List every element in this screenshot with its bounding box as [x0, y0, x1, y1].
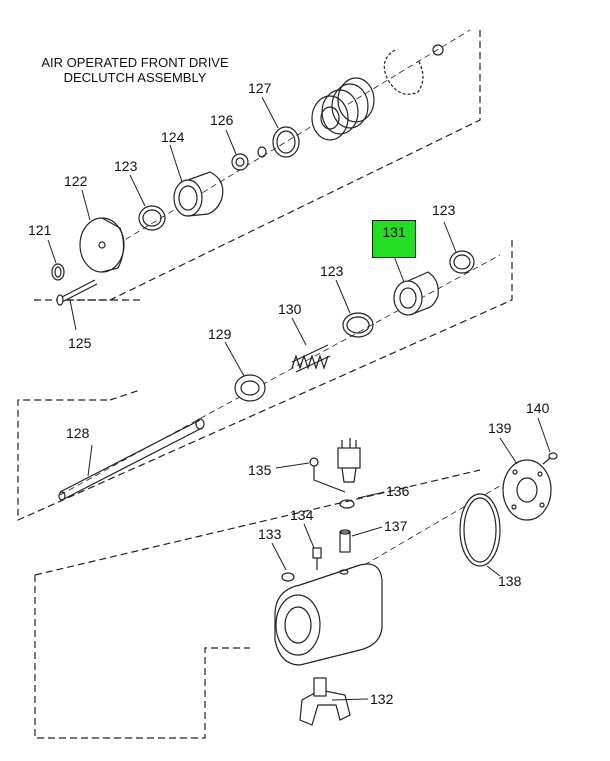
part-134-screw — [312, 547, 322, 570]
callout-138[interactable]: 138 — [498, 573, 522, 589]
callout-122[interactable]: 122 — [64, 173, 88, 189]
callout-124[interactable]: 124 — [161, 129, 185, 145]
callout-126[interactable]: 126 — [210, 112, 234, 128]
title-line-1: AIR OPERATED FRONT DRIVE — [41, 55, 229, 70]
callout-127[interactable]: 127 — [248, 80, 272, 96]
part-136-washer — [339, 499, 355, 509]
callout-132[interactable]: 132 — [370, 691, 394, 707]
part-121-plug — [51, 263, 65, 281]
piston-assembly — [311, 77, 375, 141]
callout-130[interactable]: 130 — [278, 301, 302, 317]
part-131-piston — [393, 271, 439, 316]
callout-134[interactable]: 134 — [290, 507, 314, 523]
callout-123-b[interactable]: 123 — [432, 202, 456, 218]
leader-lines — [47, 96, 551, 701]
callout-123-c[interactable]: 123 — [320, 263, 344, 279]
callout-128[interactable]: 128 — [66, 425, 90, 441]
part-127-ring — [272, 126, 300, 158]
dashed-boundary — [17, 30, 513, 739]
part-129-ring — [234, 374, 266, 402]
callout-136[interactable]: 136 — [386, 483, 410, 499]
part-128-shaft — [58, 418, 205, 501]
diagram-title: AIR OPERATED FRONT DRIVE DECLUTCH ASSEMB… — [30, 55, 240, 85]
callout-131[interactable]: 131 — [372, 220, 416, 258]
part-122-cover — [79, 217, 125, 273]
part-124-sleeve — [173, 171, 224, 217]
part-140-bolt — [542, 452, 558, 465]
callout-135[interactable]: 135 — [248, 462, 272, 478]
callout-121[interactable]: 121 — [28, 222, 52, 238]
part-123-ring-b — [449, 250, 475, 274]
part-125-bolt — [56, 279, 98, 306]
part-132-fork — [299, 677, 351, 726]
part-133-plug — [281, 572, 295, 582]
housing — [274, 563, 383, 666]
snap-ring — [383, 49, 424, 95]
callout-133[interactable]: 133 — [258, 526, 282, 542]
callout-129[interactable]: 129 — [208, 326, 232, 342]
callout-125[interactable]: 125 — [68, 335, 92, 351]
small-ring — [432, 44, 444, 56]
callout-139[interactable]: 139 — [488, 420, 512, 436]
title-line-2: DECLUTCH ASSEMBLY — [63, 70, 207, 85]
callout-137[interactable]: 137 — [384, 518, 408, 534]
part-126-nut — [231, 146, 267, 171]
callout-140[interactable]: 140 — [526, 400, 550, 416]
part-138-gasket — [459, 493, 501, 567]
part-135-bolt — [309, 457, 346, 493]
part-137-plunger — [339, 529, 351, 553]
callout-123-a[interactable]: 123 — [114, 158, 138, 174]
part-130-spring — [291, 344, 331, 373]
valve-body — [337, 438, 361, 483]
part-123-ring-c — [342, 312, 374, 338]
part-139-flange — [502, 459, 552, 521]
part-123-ring-a — [138, 205, 166, 231]
